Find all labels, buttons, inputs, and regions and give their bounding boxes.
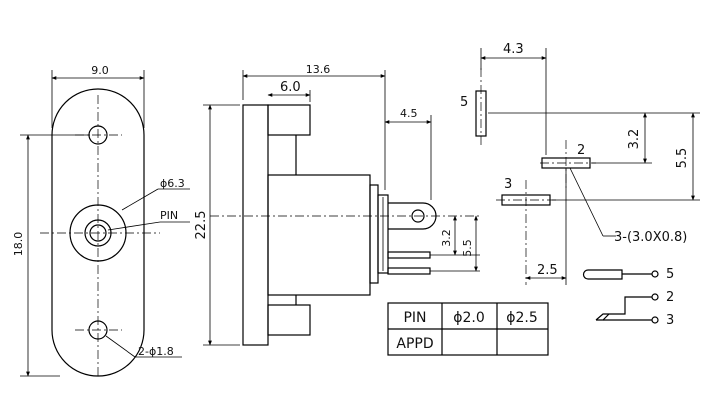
pad-5-label: 5 xyxy=(460,95,468,110)
body-dim-text: 6.0 xyxy=(280,80,301,95)
pin-table: PIN ϕ2.0 ϕ2.5 APPD xyxy=(387,302,549,356)
schematic-symbol: 5 2 3 xyxy=(582,267,674,328)
pcb-offset-text: 3.2 xyxy=(627,129,642,150)
pcb-height-text: 5.5 xyxy=(675,148,690,169)
pad-2-label: 2 xyxy=(577,143,585,158)
slot-note-text: 3-(3.0X0.8) xyxy=(614,230,687,245)
pin-label-text: PIN xyxy=(160,209,178,222)
pin-offset-dim-text: 4.5 xyxy=(400,107,418,120)
side-flange xyxy=(242,104,269,346)
height-dim-text: 22.5 xyxy=(194,211,209,240)
schematic-pin-3: 3 xyxy=(666,313,674,328)
length-dim-text: 13.6 xyxy=(306,63,331,76)
rear-pin-hole xyxy=(411,209,425,223)
center-pin xyxy=(89,224,107,242)
side-body xyxy=(267,174,371,296)
pad-3-label: 3 xyxy=(504,177,512,192)
table-header-pin: PIN xyxy=(403,310,426,326)
width-dim-text: 9.0 xyxy=(91,64,109,77)
table-header-d25: ϕ2.5 xyxy=(506,310,538,326)
mount-holes-text: 2-ϕ1.8 xyxy=(138,345,174,358)
height-dim-text: 18.0 xyxy=(12,232,25,257)
pcb-bottom-text: 2.5 xyxy=(537,263,558,278)
table-header-d20: ϕ2.0 xyxy=(453,310,485,326)
pin-h2-text: 5.5 xyxy=(461,239,474,257)
plug-symbol xyxy=(582,269,623,280)
front-view: 9.0 18.0 ϕ6.3 PIN 2-ϕ1.8 xyxy=(12,64,190,378)
schematic-pin-5: 5 xyxy=(666,267,674,282)
pcb-width-text: 4.3 xyxy=(503,42,524,57)
side-view: 13.6 6.0 4.5 22.5 3.2 5.5 xyxy=(194,63,480,346)
pcb-layout: 5 2 3 4.3 3.2 5.5 2.5 3-(3.0X0.8) xyxy=(460,42,700,285)
schematic-pin-2: 2 xyxy=(666,290,674,305)
table-row-label: APPD xyxy=(396,336,433,352)
front-flange-outline xyxy=(51,88,145,377)
center-hole-text: ϕ6.3 xyxy=(160,177,185,190)
pin-h1-text: 3.2 xyxy=(440,229,453,247)
